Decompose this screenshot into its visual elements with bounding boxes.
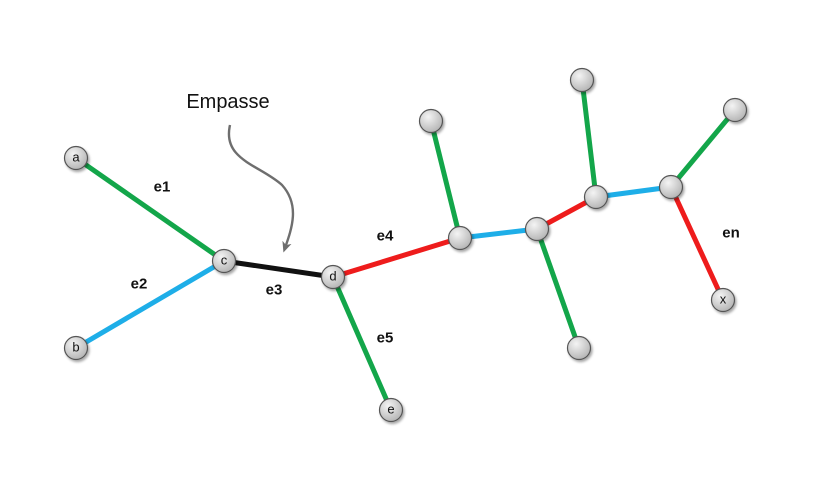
node-circle-n5 (569, 67, 595, 93)
edge-e5 (330, 274, 394, 413)
edge-label-e4: e4 (377, 228, 394, 245)
node-circle-e (378, 397, 404, 423)
edge-en (668, 184, 726, 303)
node-circle-d (320, 264, 346, 290)
node-n8 (722, 97, 748, 123)
node-circle-a (63, 145, 89, 171)
node-circle-n6 (583, 184, 609, 210)
node-a: a (63, 145, 89, 171)
edge-e3 (221, 258, 336, 280)
node-b: b (63, 335, 89, 361)
node-n3 (524, 216, 550, 242)
node-circle-n3 (524, 216, 550, 242)
edge-label-e3: e3 (266, 282, 283, 299)
edge-e7 (457, 226, 540, 241)
edge-label-en: en (722, 225, 740, 242)
node-circle-n4 (566, 335, 592, 361)
node-circle-c (211, 248, 237, 274)
node-circle-n7 (658, 174, 684, 200)
edge-e2 (73, 258, 227, 351)
node-circle-n8 (722, 97, 748, 123)
node-circle-b (63, 335, 89, 361)
node-n5 (569, 67, 595, 93)
edge-label-e1: e1 (154, 179, 171, 196)
node-label-b: b (72, 340, 79, 355)
node-circle-n1 (418, 108, 444, 134)
node-x: x (710, 287, 736, 313)
node-n2 (447, 225, 473, 251)
node-e: e (378, 397, 404, 423)
node-label-c: c (221, 253, 228, 268)
edges-layer (73, 77, 738, 413)
node-d: d (320, 264, 346, 290)
node-label-e: e (387, 402, 394, 417)
node-c: c (211, 248, 237, 274)
node-label-a: a (72, 150, 80, 165)
node-n7 (658, 174, 684, 200)
edge-e4 (330, 235, 463, 280)
edge-e6 (428, 118, 463, 241)
nodes-layer: a b c d e x (63, 67, 748, 423)
node-circle-n2 (447, 225, 473, 251)
node-n6 (583, 184, 609, 210)
edge-e10 (579, 77, 599, 200)
edge-labels-layer: e1 e2 e3 e4 e5 en (131, 179, 740, 347)
node-label-d: d (329, 269, 336, 284)
node-label-x: x (720, 292, 727, 307)
annotation-label: Empasse (186, 91, 269, 113)
annotation-arrow (227, 124, 295, 253)
edge-label-e2: e2 (131, 276, 148, 293)
edge-e12 (668, 107, 738, 190)
edge-e8 (534, 226, 582, 351)
node-n4 (566, 335, 592, 361)
node-circle-x (710, 287, 736, 313)
edge-e1 (73, 155, 227, 264)
edge-label-e5: e5 (377, 330, 394, 347)
node-n1 (418, 108, 444, 134)
edge-e11 (593, 184, 674, 200)
